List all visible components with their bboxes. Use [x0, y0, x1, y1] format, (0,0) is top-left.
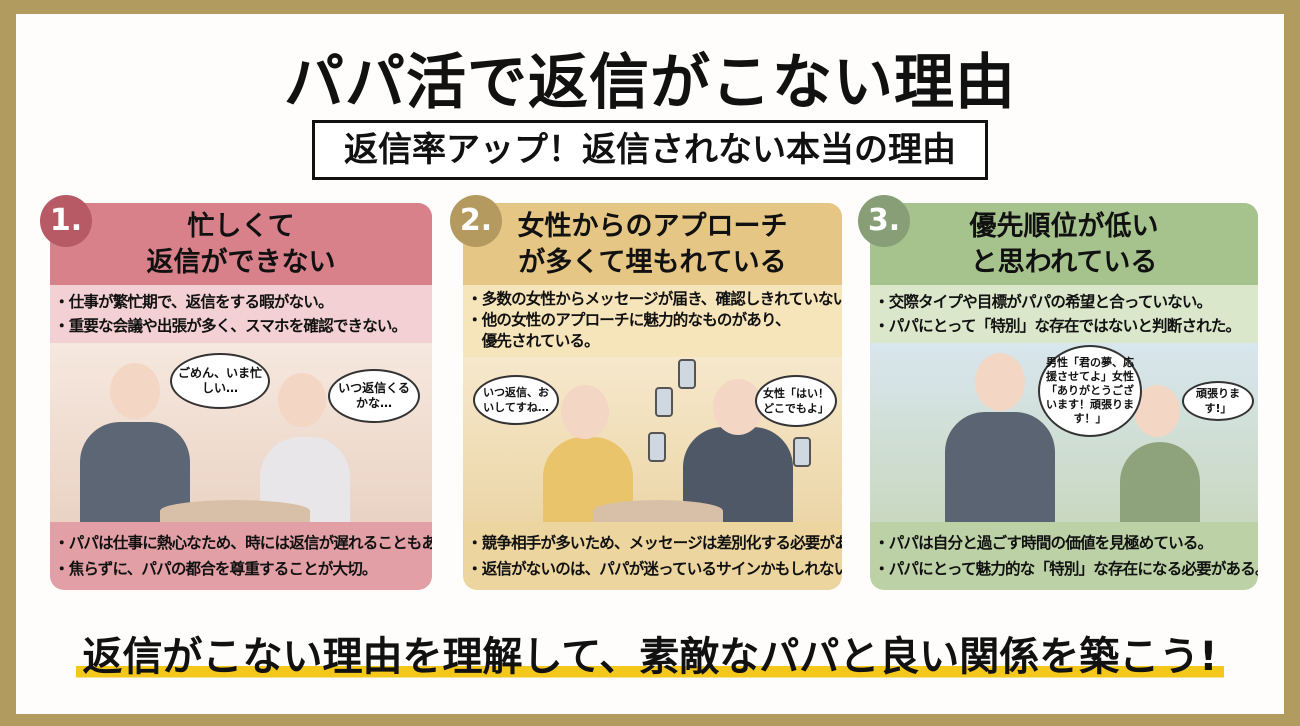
conclusion: 返信がこない理由を理解して、素敵なパパと良い関係を築こう!: [0, 624, 1300, 682]
panel-bullets: ・交際タイプや目標がパパの希望と合っていない。・パパにとって「特別」な存在ではな…: [870, 285, 1258, 343]
speech-bubble: 男性「君の夢、応援させてよ」女性「ありがとうございます！頑張ります！」: [1038, 345, 1142, 437]
number-badge-3: 3.: [858, 195, 910, 247]
speech-bubble: 頑張ります!」: [1182, 381, 1254, 421]
panel-title: 女性からのアプローチが多くて埋もれている: [463, 203, 842, 285]
number-badge-1: 1.: [40, 195, 92, 247]
woman-head: [278, 373, 326, 427]
speech-bubble: いつ返信くるかな…: [328, 369, 420, 423]
man-head: [975, 353, 1025, 411]
woman-head: [561, 385, 609, 439]
table: [593, 500, 723, 522]
man-head: [110, 363, 160, 419]
phone-icon: [678, 359, 696, 389]
reason-panel-3: 優先順位が低いと思われている ・交際タイプや目標がパパの希望と合っていない。・パ…: [870, 203, 1258, 590]
reason-panel-2: 女性からのアプローチが多くて埋もれている ・多数の女性からメッセージが届き、確認…: [463, 203, 842, 590]
panel-bullets: ・多数の女性からメッセージが届き、確認しきれていない。・他の女性のアプローチに魅…: [463, 285, 842, 357]
phone-icon: [655, 387, 673, 417]
conclusion-text: 返信がこない理由を理解して、素敵なパパと良い関係を築こう!: [76, 624, 1224, 682]
illustration-busy-man: ごめん、いま忙しい… いつ返信くるかな…: [50, 343, 432, 522]
panel-bullets: ・仕事が繁忙期で、返信をする暇がない。・重要な会議や出張が多く、スマホを確認でき…: [50, 285, 432, 343]
page-title: パパ活で返信がこない理由: [284, 48, 1016, 118]
man-head: [713, 379, 763, 435]
table: [160, 500, 310, 522]
panel-title: 優先順位が低いと思われている: [870, 203, 1258, 285]
panel-footer: ・パパは仕事に熱心なため、時には返信が遅れることもある。・焦らずに、パパの都合を…: [54, 534, 432, 578]
speech-bubble: 女性「はい！どこでもよ」: [755, 375, 837, 427]
reason-panel-1: 忙しくて返信ができない ・仕事が繁忙期で、返信をする暇がない。・重要な会議や出張…: [50, 203, 432, 590]
man-figure: [945, 412, 1055, 522]
panel-footer: ・競争相手が多いため、メッセージは差別化する必要がある。・返信がないのは、パパが…: [467, 534, 842, 578]
illustration-cafe-terrace: 男性「君の夢、応援させてよ」女性「ありがとうございます！頑張ります！」 頑張りま…: [870, 343, 1258, 522]
illustration-many-messages: いつ返信、おいしてすね… 女性「はい！どこでもよ」: [463, 357, 842, 522]
subtitle-box: 返信率アップ！返信されない本当の理由: [312, 120, 988, 180]
phone-icon: [793, 437, 811, 467]
panel-footer: ・パパは自分と過ごす時間の価値を見極めている。・パパにとって魅力的な「特別」な存…: [874, 534, 1258, 578]
panel-title: 忙しくて返信ができない: [50, 203, 432, 285]
phone-icon: [648, 432, 666, 462]
woman-figure: [1120, 442, 1200, 522]
number-badge-2: 2.: [450, 195, 502, 247]
speech-bubble: ごめん、いま忙しい…: [170, 353, 270, 409]
speech-bubble: いつ返信、おいしてすね…: [473, 375, 559, 425]
